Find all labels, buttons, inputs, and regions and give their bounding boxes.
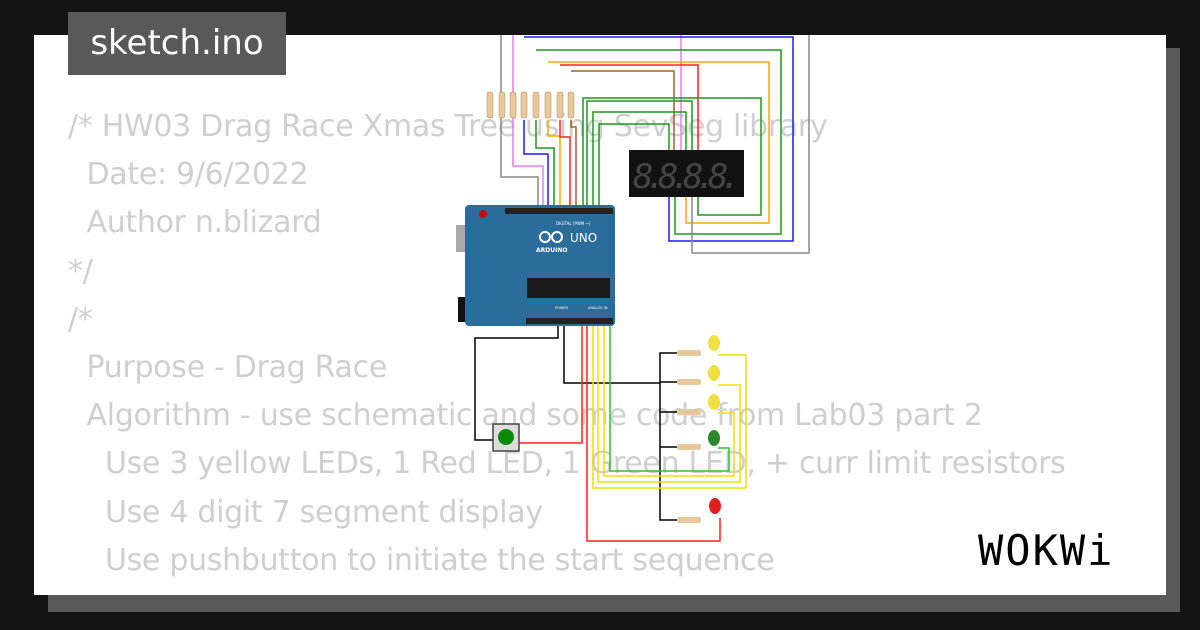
arduino-uno[interactable]: UNO ARDUINO DIGITAL (PWM ~) POWER ANALOG… (456, 205, 615, 326)
code-line: Purpose - Drag Race (68, 350, 387, 386)
wire-red-led (586, 325, 721, 542)
wire-gray (500, 35, 539, 210)
wokwi-logo: WOKWi (978, 526, 1115, 575)
code-line: Use pushbutton to initiate the start seq… (68, 542, 775, 578)
svg-text:DIGITAL (PWM ~): DIGITAL (PWM ~) (556, 221, 591, 226)
wire-black-gnd (563, 325, 660, 384)
svg-text:8.8.8.8.: 8.8.8.8. (633, 157, 741, 197)
wire-green-3 (586, 100, 693, 210)
wire-green (536, 49, 782, 235)
led-yellow-3[interactable] (708, 394, 720, 410)
led-red[interactable] (709, 498, 721, 514)
wire-red-button (518, 325, 583, 444)
wire-black-button (474, 325, 559, 441)
pushbutton[interactable] (492, 423, 520, 452)
led-yellow-2[interactable] (708, 365, 720, 381)
wire-green-5 (598, 123, 670, 210)
wire-green-4 (592, 111, 687, 210)
wire-orange (548, 61, 770, 224)
svg-text:ANALOG IN: ANALOG IN (588, 306, 608, 310)
svg-text:POWER: POWER (555, 306, 569, 310)
wire-brown (571, 70, 675, 151)
code-line: Use 4 digit 7 segment display (68, 494, 543, 530)
code-line: Use 3 yellow LEDs, 1 Red LED, 1 Green LE… (68, 446, 1066, 482)
wire-green-2 (582, 97, 762, 216)
svg-text:UNO: UNO (570, 231, 597, 245)
resistor-array (486, 91, 575, 119)
svg-text:ARDUINO: ARDUINO (536, 247, 567, 254)
sketch-title: sketch.ino (68, 12, 286, 75)
led-green[interactable] (708, 430, 720, 446)
wire-red (560, 64, 699, 151)
wire-blue (524, 36, 794, 242)
code-line: Author n.blizard (68, 205, 322, 241)
seven-segment-display[interactable]: 8.8.8.8. (629, 150, 744, 197)
code-line: /* (68, 301, 93, 337)
led-yellow-1[interactable] (708, 335, 720, 351)
code-line: Date: 9/6/2022 (68, 157, 309, 193)
code-line: */ (68, 253, 93, 289)
wire-gray-display (691, 35, 810, 254)
